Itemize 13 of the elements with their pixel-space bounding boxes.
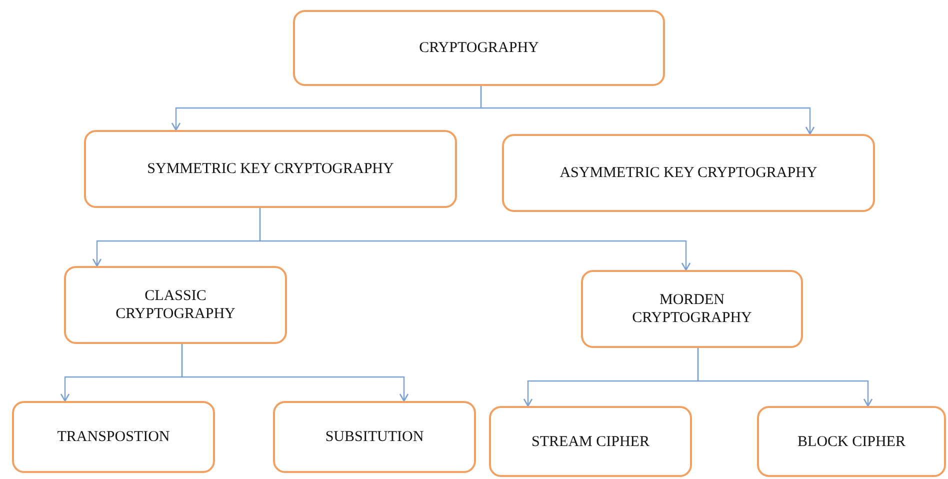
node-label: SYMMETRIC KEY CRYPTOGRAPHY <box>147 160 394 178</box>
node-label: STREAM CIPHER <box>532 432 650 450</box>
node-label: TRANSPOSTION <box>57 428 170 446</box>
node-label: SUBSITUTION <box>325 428 424 446</box>
arrow <box>181 344 409 402</box>
node-label: ASYMMETRIC KEY CRYPTOGRAPHY <box>560 164 818 182</box>
node-label: MORDEN CRYPTOGRAPHY <box>631 291 753 327</box>
node-label: BLOCK CIPHER <box>798 432 906 450</box>
arrow <box>480 86 815 135</box>
node-label: CLASSIC CRYPTOGRAPHY <box>114 287 236 323</box>
node-label: CRYPTOGRAPHY <box>419 39 539 57</box>
arrow <box>697 348 873 407</box>
arrow <box>259 208 691 271</box>
